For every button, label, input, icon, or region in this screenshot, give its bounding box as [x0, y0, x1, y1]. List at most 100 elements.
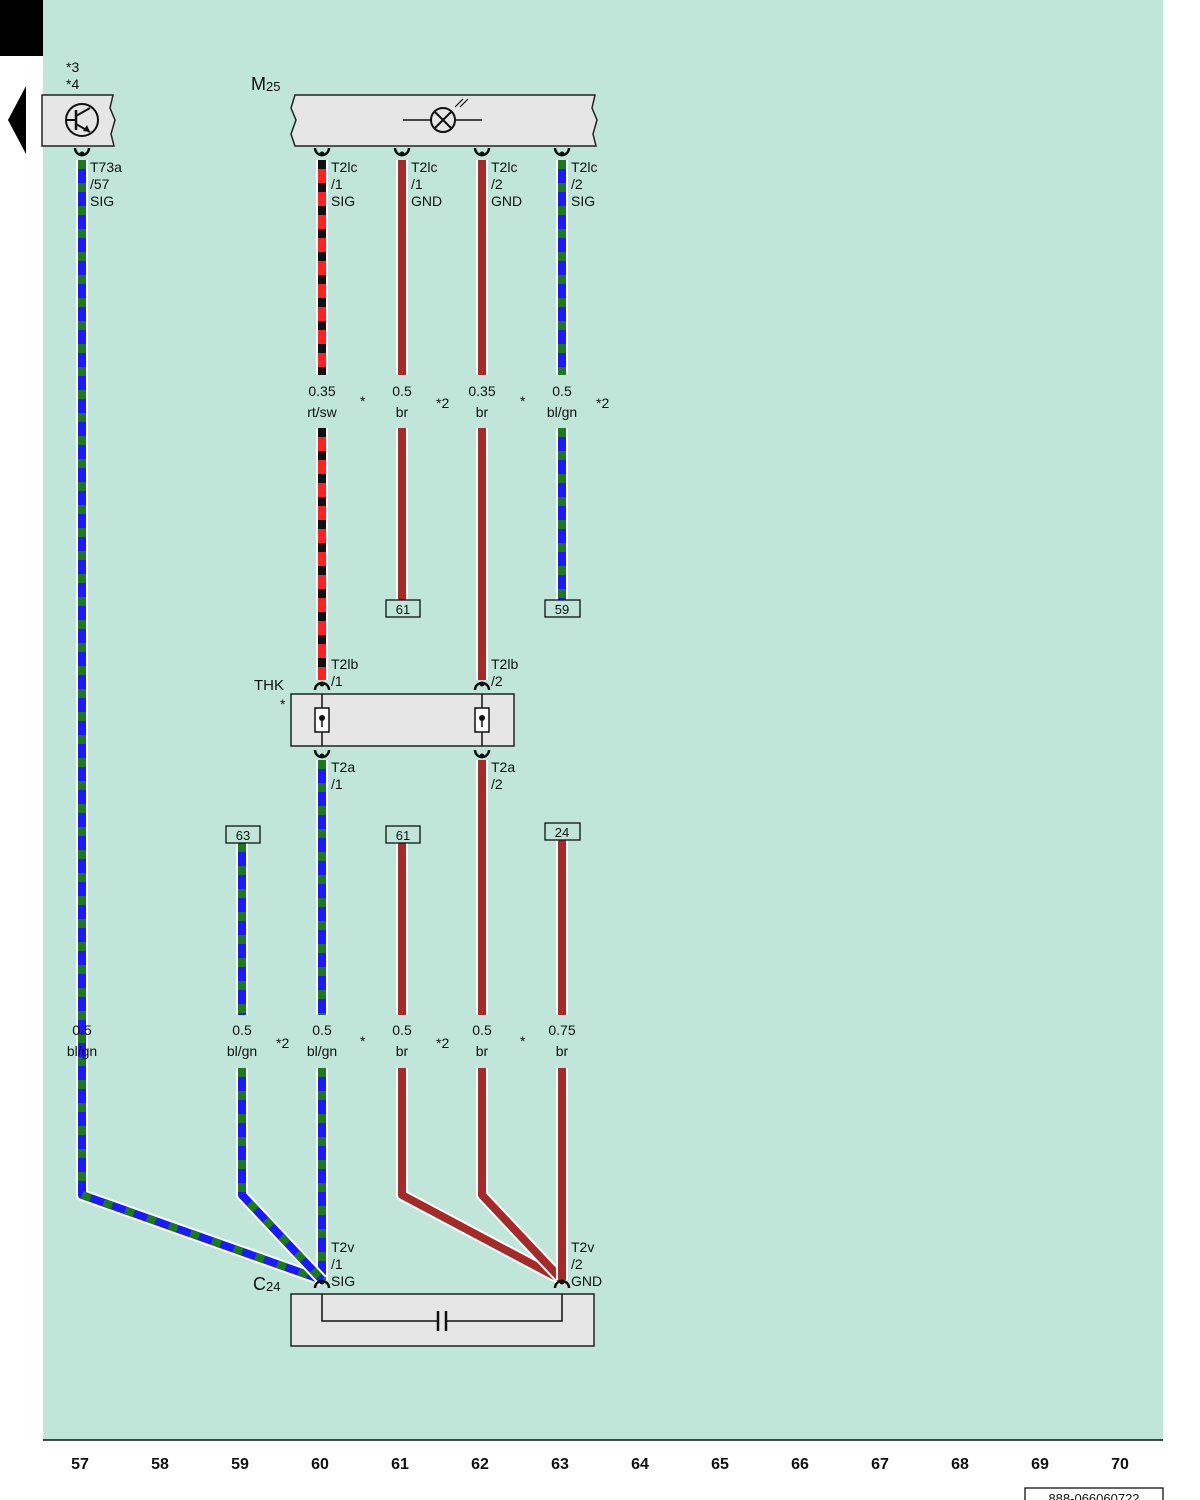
column-number-62: 62 — [471, 1456, 489, 1473]
wire-size-label: 0.5 — [552, 383, 572, 399]
left-unit-note-4: *4 — [66, 76, 79, 92]
m25-component[interactable] — [290, 94, 598, 147]
wire-labels-lower: 0.5 bl/gn 0.5 bl/gn *2 0.5 bl/gn * 0.5 b… — [67, 1022, 576, 1059]
connector-t2lb-2-label: T2lb/2 — [491, 656, 518, 689]
cross-ref-59-upper[interactable]: 59 — [544, 599, 581, 618]
left-unit-component[interactable] — [41, 94, 116, 147]
cross-ref-24-lower[interactable]: 24 — [544, 822, 581, 841]
wire-bl-gn-col59-bottom[interactable] — [236, 1068, 327, 1285]
wire-note: *2 — [276, 1035, 289, 1051]
wire-color-label: bl/gn — [67, 1043, 97, 1059]
pin-t2lb-1[interactable] — [313, 681, 331, 691]
column-number-57: 57 — [71, 1456, 89, 1473]
column-number-69: 69 — [1031, 1456, 1049, 1473]
wire-br-col62-bottom[interactable] — [476, 1068, 567, 1285]
m25-label: M25 — [251, 74, 280, 94]
column-number-67: 67 — [871, 1456, 889, 1473]
wire-color-label: bl/gn — [307, 1043, 337, 1059]
column-number-66: 66 — [791, 1456, 809, 1473]
thk-contact-icon-1 — [314, 707, 330, 733]
pin-t2lc-1-sig[interactable] — [313, 147, 331, 157]
wire-size-label: 0.5 — [232, 1022, 252, 1038]
wire-color-label: bl/gn — [227, 1043, 257, 1059]
wire-note: * — [360, 393, 366, 409]
diagram-background — [43, 0, 1163, 1440]
wire-note: *2 — [436, 395, 449, 411]
wire-size-label: 0.5 — [472, 1022, 492, 1038]
column-number-60: 60 — [311, 1456, 329, 1473]
column-number-61: 61 — [391, 1456, 409, 1473]
wire-size-label: 0.35 — [468, 383, 495, 399]
pin-t2lc-2-gnd[interactable] — [473, 147, 491, 157]
wire-color-label: rt/sw — [307, 404, 337, 420]
pin-t2lc-1-gnd[interactable] — [393, 147, 411, 157]
connector-t2a-1-label: T2a/1 — [331, 759, 355, 792]
wire-note: * — [360, 1033, 366, 1049]
pin-t2v-2[interactable] — [553, 1279, 571, 1289]
column-number-59: 59 — [231, 1456, 249, 1473]
pin-t2a-2[interactable] — [473, 749, 491, 759]
svg-text:61: 61 — [396, 602, 410, 617]
pins-layer — [73, 147, 571, 1289]
cross-ref-61-lower[interactable]: 61 — [385, 825, 421, 844]
transistor-icon — [65, 103, 99, 137]
svg-text:61: 61 — [396, 828, 410, 843]
wire-size-label: 0.75 — [548, 1022, 575, 1038]
wire-note: * — [520, 1033, 526, 1049]
wire-size-label: 0.5 — [72, 1022, 92, 1038]
wire-color-label: br — [476, 404, 489, 420]
lamp-icon — [403, 98, 482, 133]
wire-size-label: 0.5 — [392, 383, 412, 399]
wire-color-label: br — [396, 404, 409, 420]
cross-ref-61-upper[interactable]: 61 — [385, 599, 421, 618]
column-number-64: 64 — [631, 1456, 649, 1473]
wire-color-label: bl/gn — [547, 404, 577, 420]
cross-ref-63-lower[interactable]: 63 — [225, 825, 261, 844]
wire-bl-gn-col57[interactable] — [76, 160, 325, 1286]
connector-t2a-2-label: T2a/2 — [491, 759, 515, 792]
back-arrow-icon[interactable] — [8, 86, 26, 154]
wire-note: *2 — [596, 395, 609, 411]
wire-size-label: 0.5 — [312, 1022, 332, 1038]
thk-component[interactable] — [290, 693, 515, 747]
wire-size-label: 0.5 — [392, 1022, 412, 1038]
wire-color-label: br — [476, 1043, 489, 1059]
svg-text:24: 24 — [555, 825, 569, 840]
column-number-58: 58 — [151, 1456, 169, 1473]
thk-note: * — [280, 696, 286, 712]
svg-text:59: 59 — [555, 602, 569, 617]
wire-note: * — [520, 393, 526, 409]
pin-t2lc-2-sig[interactable] — [553, 147, 571, 157]
wire-br-col61-bottom[interactable] — [396, 1068, 565, 1286]
wires-layer — [76, 160, 568, 1286]
svg-text:63: 63 — [236, 828, 250, 843]
pin-t2a-1[interactable] — [313, 749, 331, 759]
wire-size-label: 0.35 — [308, 383, 335, 399]
wire-labels-upper: 0.35 rt/sw * 0.5 br *2 0.35 br * 0.5 bl/… — [307, 383, 609, 420]
column-number-63: 63 — [551, 1456, 569, 1473]
c24-label: C24 — [253, 1274, 280, 1294]
connector-t2lb-1-label: T2lb/1 — [331, 656, 358, 689]
capacitor-icon — [321, 1294, 563, 1331]
document-id-box: 888-066060722 — [1024, 1487, 1164, 1500]
wire-note: *2 — [436, 1035, 449, 1051]
pin-t2v-1[interactable] — [313, 1279, 331, 1289]
svg-text:888-066060722: 888-066060722 — [1048, 1491, 1139, 1500]
thk-contact-icon-2 — [474, 707, 490, 733]
pin-t73a[interactable] — [73, 147, 91, 157]
wire-color-label: br — [396, 1043, 409, 1059]
thk-label: THK — [254, 677, 284, 694]
column-number-68: 68 — [951, 1456, 969, 1473]
left-unit-note-3: *3 — [66, 59, 79, 75]
c24-component[interactable] — [290, 1293, 595, 1347]
pin-t2lb-2[interactable] — [473, 681, 491, 691]
